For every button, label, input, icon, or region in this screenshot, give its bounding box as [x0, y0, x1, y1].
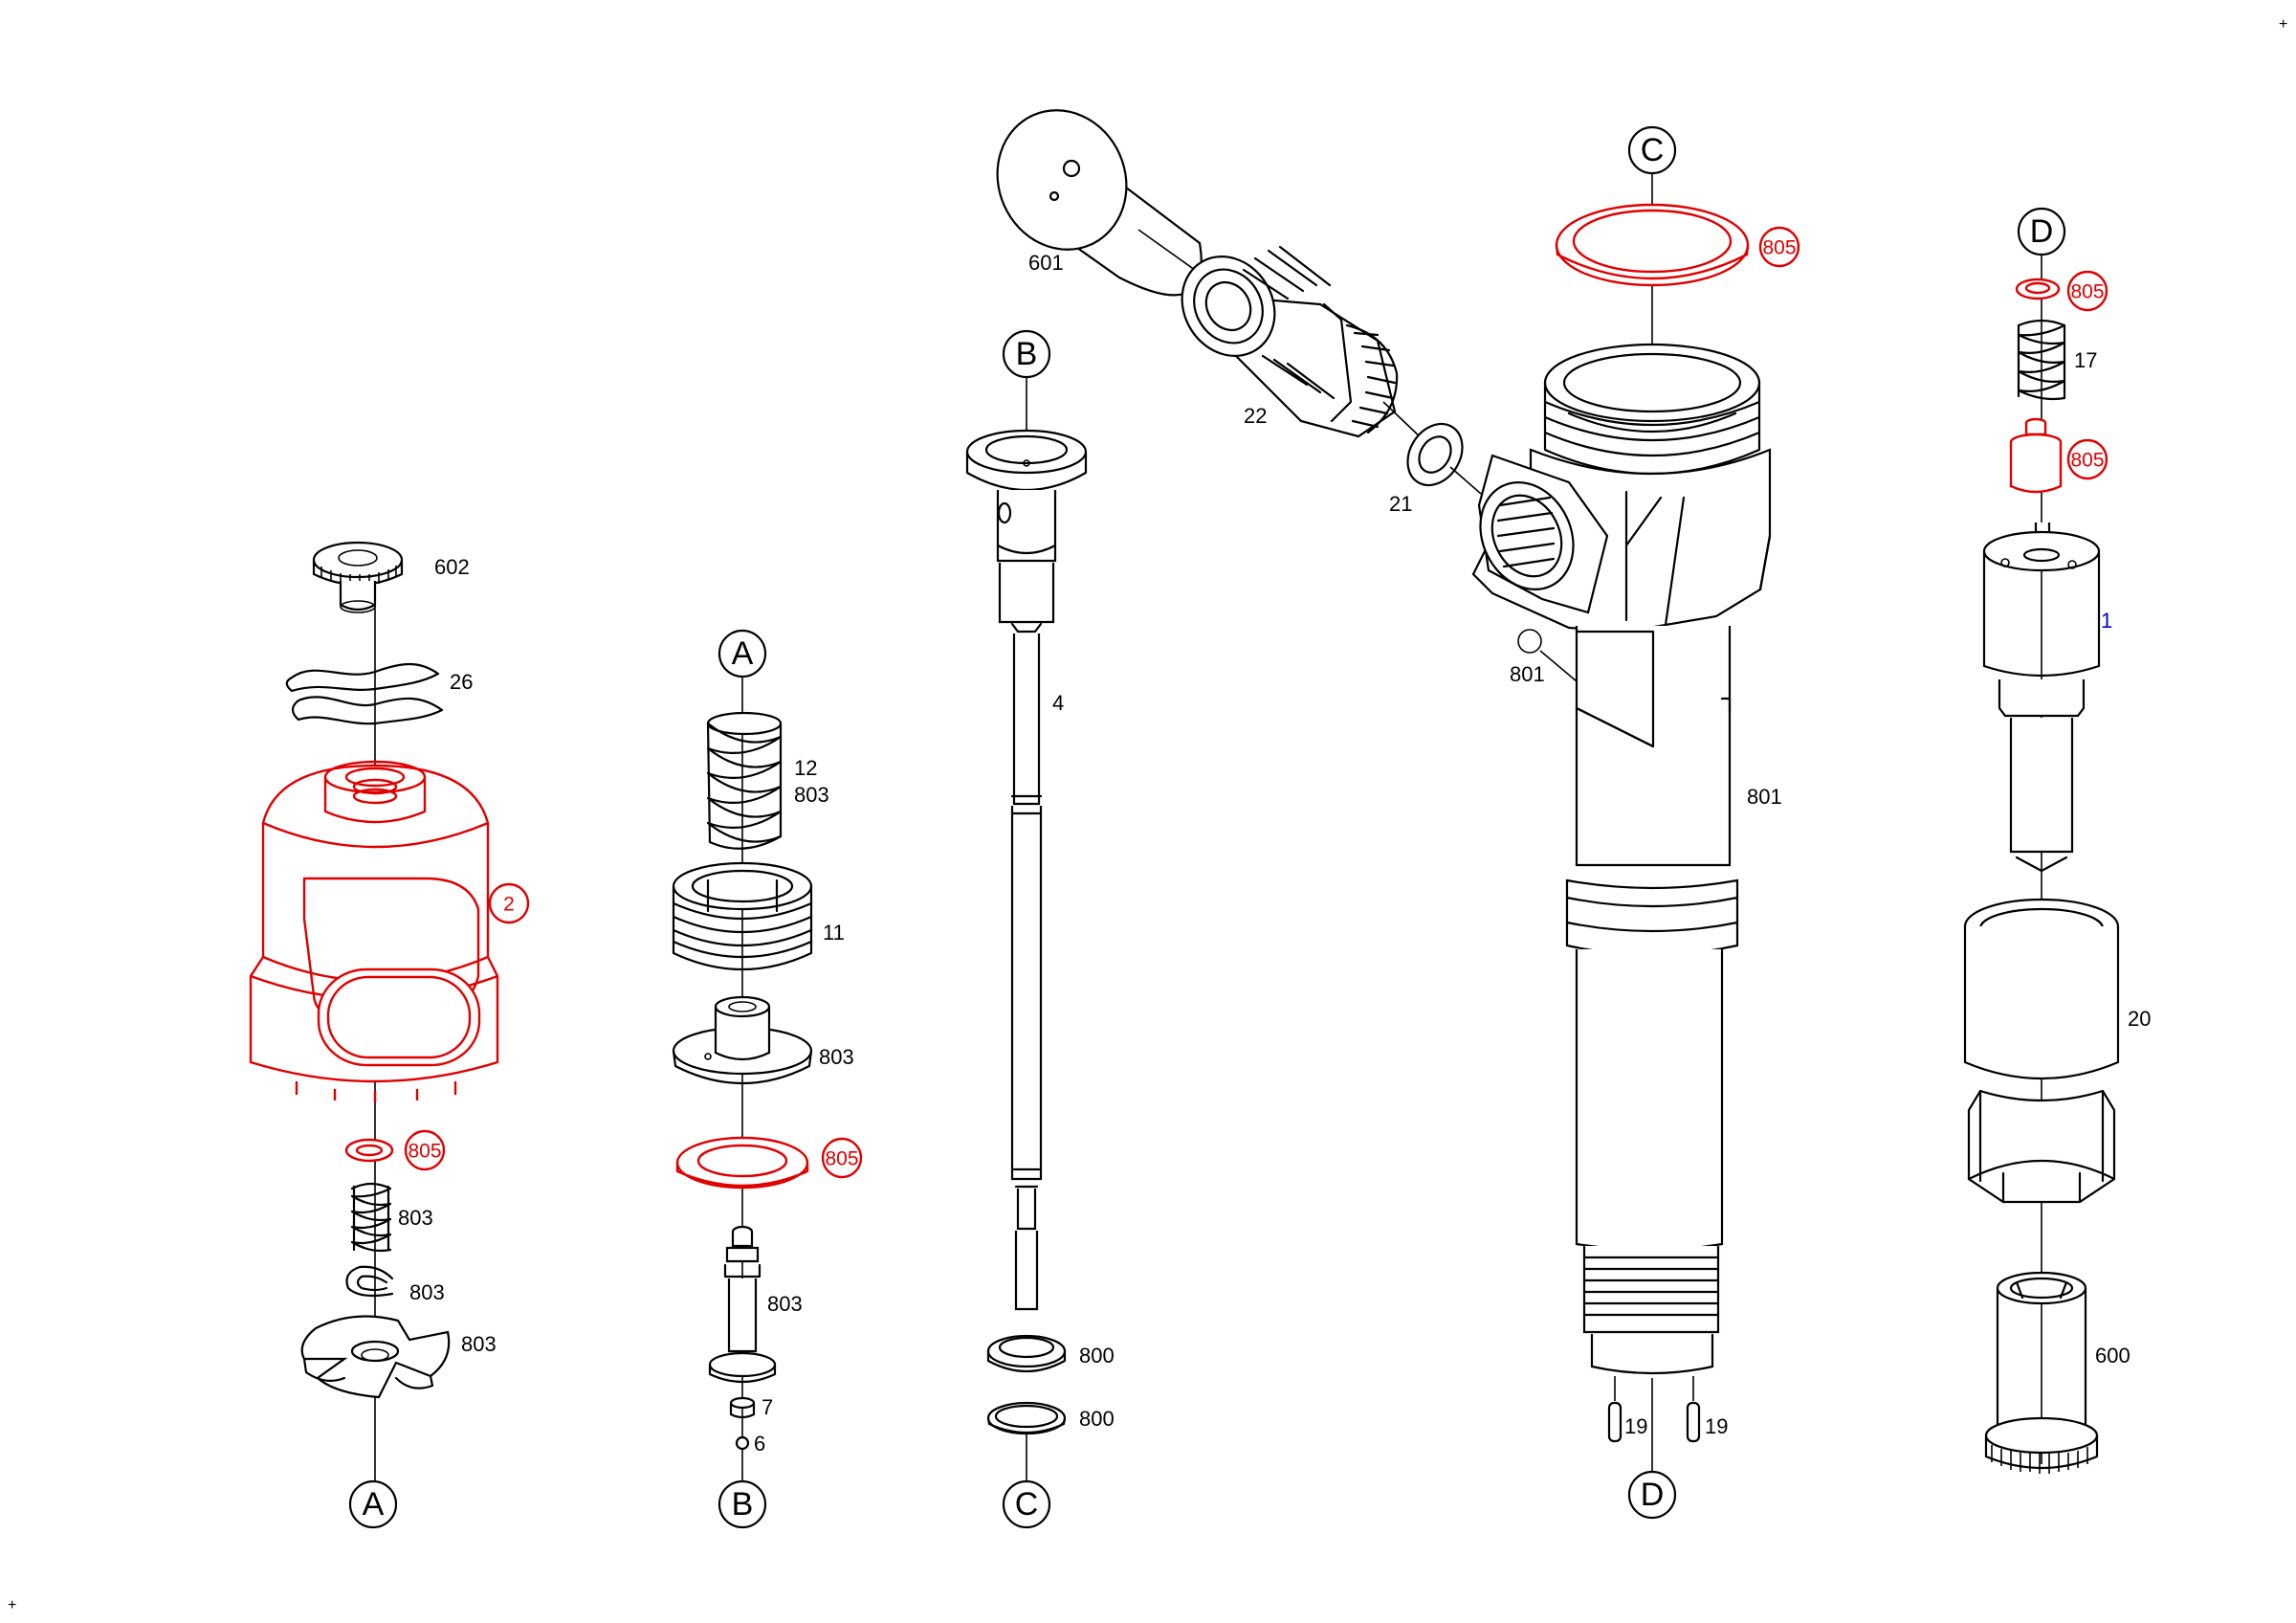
ref-marker-d-bottom	[1627, 1470, 1677, 1520]
label-4: 4	[1052, 691, 1064, 715]
label-17: 17	[2074, 348, 2097, 372]
part-800-ring-b: 800	[986, 1401, 1115, 1435]
label-19-b: 19	[1705, 1414, 1728, 1438]
part-2-cap-body: 2	[249, 760, 530, 1102]
label-22: 22	[1244, 404, 1267, 428]
ref-marker-c-bottom	[1002, 1479, 1051, 1529]
part-19-pin-right: 19	[1686, 1376, 1728, 1443]
part-1-nozzle: 1	[1982, 522, 2112, 873]
part-803-valve-plate: 803	[672, 995, 854, 1084]
column-2-valve-assembly: A 12 803 11 803	[672, 629, 863, 1529]
label-19-a: 19	[1624, 1414, 1647, 1438]
corner-mark-top: +	[2279, 16, 2287, 33]
part-803-spring-a: 803	[350, 1182, 433, 1253]
label-801-b: 801	[1747, 785, 1782, 809]
column-5-nozzle-assembly: D 805 17 805	[1963, 207, 2151, 1474]
label-803-d: 803	[794, 783, 829, 807]
label-601: 601	[1028, 251, 1064, 275]
label-803-e: 803	[819, 1045, 854, 1069]
label-6: 6	[754, 1432, 765, 1456]
part-805-washer-b: 805	[675, 1136, 863, 1189]
label-20: 20	[2128, 1007, 2151, 1031]
ref-marker-a-top	[718, 629, 767, 678]
ref-marker-c-top-label: C	[1641, 132, 1665, 168]
part-805-ring-d: 805	[2015, 270, 2108, 312]
label-21: 21	[1389, 492, 1412, 516]
ref-marker-d-top-label: D	[2030, 213, 2054, 250]
label-803-a: 803	[398, 1206, 433, 1230]
part-602-knob: 602	[312, 541, 470, 613]
part-7-sleeve: 7	[729, 1395, 773, 1419]
column-4-injector-body: C 805	[1471, 125, 1800, 1520]
part-11-threaded-ring: 11	[672, 861, 845, 970]
label-602: 602	[434, 555, 470, 579]
part-6-ball: 6	[735, 1432, 765, 1456]
part-12-spring: 12 803	[706, 711, 829, 850]
label-800-a: 800	[1079, 1344, 1115, 1367]
label-803-f: 803	[767, 1292, 803, 1316]
label-801-a: 801	[1510, 662, 1545, 686]
ref-marker-a-top-label: A	[732, 635, 754, 672]
part-21-o-ring: 21	[1389, 422, 1464, 516]
part-17-spring: 17	[2017, 319, 2097, 401]
label-803-b: 803	[409, 1280, 445, 1304]
part-600-sleeve: 600	[1984, 1271, 2130, 1474]
part-803-valve-piston: 803	[708, 1225, 803, 1384]
label-26: 26	[450, 670, 473, 694]
ref-marker-b-bottom	[718, 1479, 767, 1529]
part-20-nozzle-nut: 20	[1963, 898, 2151, 1204]
label-11: 11	[823, 921, 845, 945]
label-2: 2	[503, 894, 515, 916]
column-3-rod-assembly: 601 22 21 B	[965, 109, 1482, 1529]
part-19-pin-left: 19	[1607, 1376, 1647, 1443]
label-600: 600	[2095, 1344, 2130, 1367]
ref-marker-c-bottom-label: C	[1015, 1486, 1039, 1523]
label-800-b: 800	[1079, 1407, 1115, 1431]
label-805-b: 805	[825, 1148, 858, 1170]
part-805-seal-ring-c: 805	[1555, 203, 1800, 287]
ref-marker-d-bottom-label: D	[1641, 1477, 1665, 1513]
label-1: 1	[2101, 609, 2112, 633]
part-805-spacer-d: 805	[2009, 417, 2108, 494]
part-803-c-clip: 803	[345, 1265, 445, 1304]
ref-marker-a-bottom-label: A	[363, 1486, 385, 1523]
part-22-inlet-fitting: 22	[1181, 245, 1399, 438]
label-7: 7	[762, 1395, 773, 1419]
part-801-injector-body: 801 801	[1471, 343, 1782, 1375]
label-805-d: 805	[2070, 281, 2104, 303]
label-805-c: 805	[1762, 237, 1796, 259]
part-803-star-plate: 803	[300, 1315, 497, 1399]
label-805-a: 805	[408, 1141, 441, 1163]
ref-marker-b-top-label: B	[1016, 336, 1038, 372]
corner-mark-bottom: +	[8, 1597, 16, 1613]
part-601-protective-cap: 601	[996, 109, 1203, 297]
part-805-ring-a: 805	[344, 1129, 446, 1171]
ref-marker-a-bottom	[348, 1479, 398, 1529]
part-26-clip: 26	[285, 663, 473, 725]
label-12: 12	[794, 756, 817, 780]
label-805-e: 805	[2070, 450, 2104, 472]
ref-marker-b-bottom-label: B	[732, 1486, 754, 1523]
part-800-ring-a: 800	[986, 1334, 1115, 1373]
part-4-valve-rod: 4	[965, 429, 1088, 1311]
label-803-c: 803	[461, 1332, 497, 1356]
column-1-cap-assembly: 602 26 2	[249, 541, 530, 1529]
